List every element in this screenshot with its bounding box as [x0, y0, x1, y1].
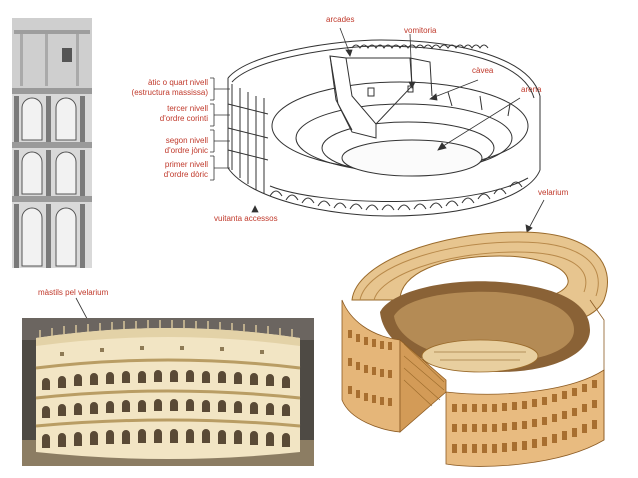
- label-second-level: segon nivell d'ordre jònic: [165, 136, 208, 156]
- label-entrances: vuitanta accessos: [214, 214, 278, 223]
- label-velarium: velarium: [538, 188, 569, 197]
- label-first-level: primer nivell d'ordre dòric: [164, 160, 208, 180]
- label-third-line1: tercer nivell: [167, 104, 208, 113]
- facade-elevation: [12, 18, 92, 268]
- label-masts: màstils pel velarium: [38, 288, 109, 297]
- model-photo: [22, 318, 314, 466]
- label-attic-line2: (estructura massissa): [131, 88, 208, 97]
- cutaway-illustration: [341, 231, 608, 467]
- label-second-line2: d'ordre jònic: [164, 146, 208, 155]
- label-third-level: tercer nivell d'ordre corinti: [160, 104, 208, 124]
- label-arcades: arcades: [326, 15, 355, 24]
- label-second-line1: segon nivell: [165, 136, 208, 145]
- label-attic-line1: àtic o quart nivell: [147, 78, 208, 87]
- label-cavea: càvea: [472, 66, 494, 75]
- level-brackets: [210, 77, 230, 181]
- label-vomitoria: vomitoria: [404, 26, 437, 35]
- label-attic: àtic o quart nivell (estructura massissa…: [132, 78, 208, 98]
- label-first-line1: primer nivell: [164, 160, 208, 169]
- label-arena: arena: [521, 85, 542, 94]
- label-third-line2: d'ordre corinti: [159, 114, 208, 123]
- amphitheatre-line-drawing: [227, 39, 541, 217]
- label-first-line2: d'ordre dòric: [163, 170, 208, 179]
